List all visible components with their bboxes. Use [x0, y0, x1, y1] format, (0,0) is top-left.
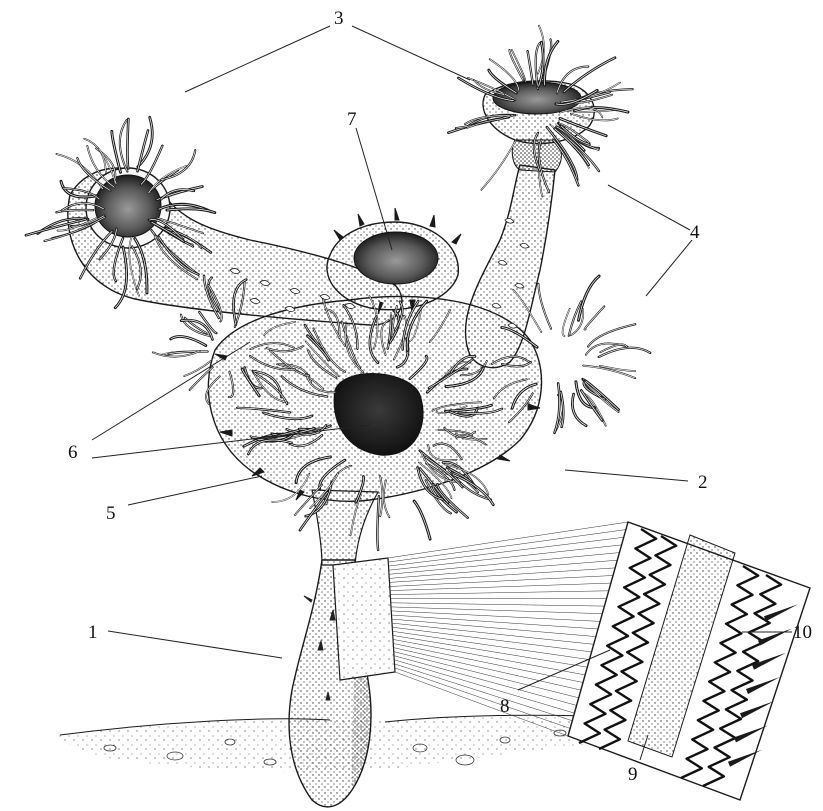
filament — [414, 501, 430, 539]
projection-line — [390, 576, 613, 587]
leader-5 — [128, 476, 262, 505]
filament-highlight — [512, 50, 526, 82]
projection-line — [392, 627, 591, 652]
projection-line — [389, 560, 617, 578]
projection-line — [394, 656, 577, 706]
leader-1 — [108, 631, 282, 658]
filament-highlight — [481, 141, 515, 190]
projection-line — [394, 652, 579, 698]
projection-line — [389, 545, 622, 570]
filament-highlight — [528, 51, 533, 85]
filament — [538, 284, 551, 329]
middle-oscular-mound — [327, 208, 461, 314]
projection-line — [390, 591, 608, 595]
projection-line — [391, 603, 605, 606]
filament — [564, 58, 615, 92]
label-3: 3 — [334, 8, 344, 29]
projection-line — [393, 639, 585, 675]
leader-3b — [352, 26, 470, 80]
projection-line — [389, 537, 624, 566]
projection-line — [395, 664, 573, 721]
projection-line — [392, 615, 599, 629]
leader-4a — [608, 185, 690, 230]
label-9: 9 — [628, 764, 638, 785]
label-8: 8 — [500, 696, 510, 717]
filament-highlight — [579, 276, 600, 320]
filament-highlight — [138, 131, 149, 172]
label-2: 2 — [698, 472, 708, 493]
label-4: 4 — [690, 222, 700, 243]
label-10: 10 — [793, 622, 812, 643]
projection-line — [393, 635, 588, 667]
leader-3a — [185, 26, 330, 92]
leader-2 — [565, 470, 688, 481]
label-7: 7 — [347, 109, 357, 130]
projection-line — [389, 553, 619, 575]
left-osculum — [95, 175, 161, 237]
leader-4b — [646, 240, 692, 296]
label-6: 6 — [68, 442, 78, 463]
projection-line — [390, 568, 616, 583]
projection-line — [390, 583, 611, 591]
filament — [579, 276, 600, 320]
middle-osculum — [354, 232, 438, 284]
filament — [481, 141, 515, 190]
projection-line — [388, 522, 628, 558]
label-5: 5 — [106, 503, 116, 524]
projection-line — [393, 631, 590, 659]
label-1: 1 — [88, 622, 98, 643]
